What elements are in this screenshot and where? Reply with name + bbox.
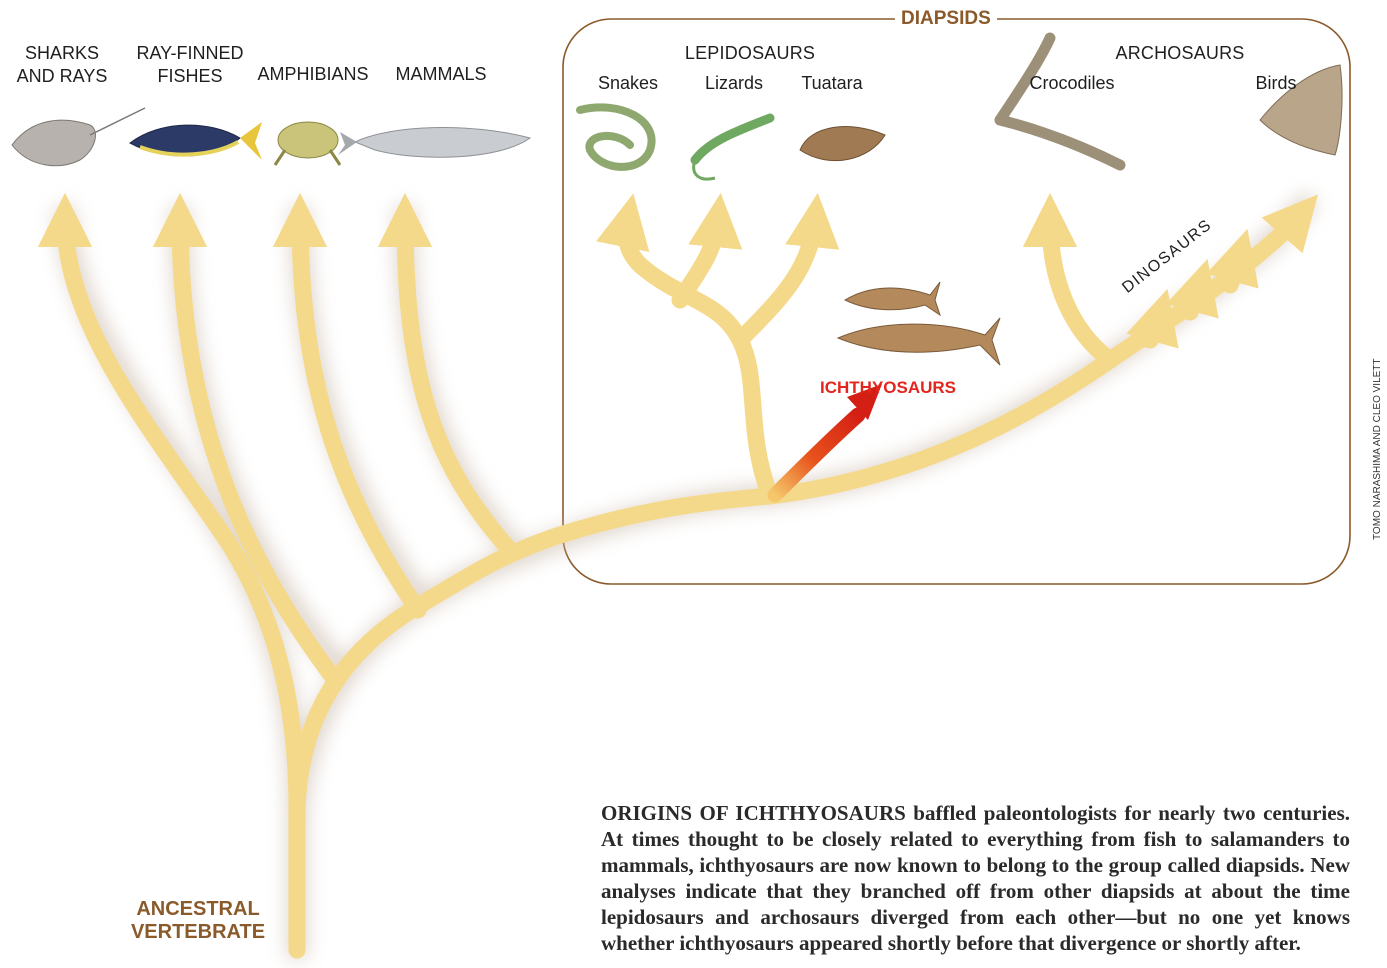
branch-archosaurs	[770, 215, 1300, 496]
label-mammals: MAMMALS	[385, 63, 497, 86]
label-lizards: Lizards	[696, 72, 772, 95]
branch-mammals	[405, 220, 508, 548]
label-tuatara: Tuatara	[792, 72, 872, 95]
snake-figure	[580, 107, 652, 167]
label-ichthyosaurs: ICHTHYOSAURS	[820, 378, 956, 398]
illustration-credit: TOMO NARASHIMA AND CLEO VILETT	[1372, 358, 1383, 540]
label-archosaurs: ARCHOSAURS	[1110, 42, 1250, 65]
branch-crocodiles	[1050, 220, 1110, 360]
label-ancestral-vertebrate: ANCESTRAL VERTEBRATE	[128, 898, 268, 944]
label-snakes: Snakes	[590, 72, 666, 95]
lizard-figure	[694, 118, 770, 179]
label-sharks-rays: SHARKS AND RAYS	[14, 42, 110, 88]
label-lepidosaurs: LEPIDOSAURS	[680, 42, 820, 65]
whale-figure	[338, 127, 530, 157]
label-ray-finned-fishes: RAY-FINNED FISHES	[130, 42, 250, 88]
label-amphibians: AMPHIBIANS	[252, 63, 374, 86]
label-birds: Birds	[1248, 72, 1304, 95]
frog-figure	[275, 122, 340, 165]
ray-figure	[12, 108, 145, 166]
diapsids-title: DIAPSIDS	[895, 8, 997, 30]
fish-figure	[130, 122, 262, 160]
tuatara-figure	[800, 127, 885, 161]
label-crocodiles: Crocodiles	[1022, 72, 1122, 95]
ichthyosaur-figures	[838, 282, 1000, 365]
crocodile-figure	[1000, 38, 1120, 165]
figure-caption: ORIGINS OF ICHTHYOSAURS baffled paleonto…	[601, 800, 1350, 956]
